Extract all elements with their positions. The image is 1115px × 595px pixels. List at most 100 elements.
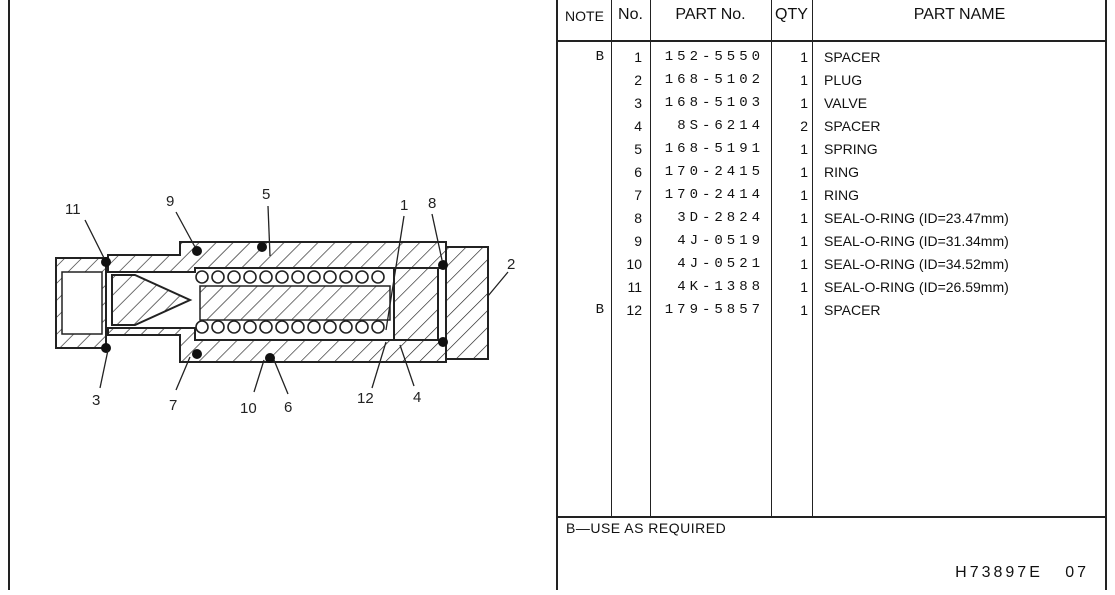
parts-table: NOTE No. PART No. QTY PART NAME B 1 152-55…	[556, 0, 1107, 590]
spring-coils-top	[195, 270, 385, 284]
table-row: 4 8S-6214 2 SPACER	[558, 118, 1105, 141]
table-row: B 1 152-5550 1 SPACER	[558, 49, 1105, 72]
cell-no: 10	[626, 256, 642, 272]
cell-no: 2	[634, 72, 642, 88]
cell-name: SEAL-O-RING (ID=26.59mm)	[824, 279, 1009, 295]
callout-4: 4	[413, 389, 422, 406]
cell-part-no: 4J-0521	[677, 256, 764, 272]
cell-qty: 1	[800, 95, 808, 111]
cell-no: 6	[634, 164, 642, 180]
col-divider-qty	[771, 0, 813, 516]
valve-cross-section-drawing: 11 9 5 1 8 2 3 7 10 6 12 4	[0, 0, 556, 590]
col-divider-partno	[650, 0, 772, 516]
cell-qty: 1	[800, 187, 808, 203]
callout-11: 11	[65, 201, 81, 218]
header-qty: QTY	[775, 6, 808, 23]
cell-name: RING	[824, 164, 859, 180]
cell-name: SEAL-O-RING (ID=34.52mm)	[824, 256, 1009, 272]
table-row: 6 170-2415 1 RING	[558, 164, 1105, 187]
cell-part-no: 4J-0519	[677, 233, 764, 249]
cell-no: 7	[634, 187, 642, 203]
callout-10: 10	[240, 400, 257, 417]
cell-qty: 1	[800, 49, 808, 65]
cell-qty: 1	[800, 72, 808, 88]
cell-no: 8	[634, 210, 642, 226]
header-part-no: PART No.	[675, 6, 746, 23]
cell-qty: 1	[800, 302, 808, 318]
cell-no: 9	[634, 233, 642, 249]
col-divider-note	[558, 0, 612, 516]
header-no: No.	[618, 6, 643, 23]
col-divider-no	[611, 0, 651, 516]
cell-qty: 1	[800, 164, 808, 180]
cell-no: 12	[626, 302, 642, 318]
cell-name: SEAL-O-RING (ID=23.47mm)	[824, 210, 1009, 226]
cell-part-no: 8S-6214	[677, 118, 764, 134]
cell-part-no: 179-5857	[664, 302, 764, 318]
cell-part-no: 3D-2824	[677, 210, 764, 226]
cell-no: 11	[627, 279, 642, 295]
spring-coils-bottom	[195, 320, 385, 334]
table-row: 8 3D-2824 1 SEAL-O-RING (ID=23.47mm)	[558, 210, 1105, 233]
table-row: 7 170-2414 1 RING	[558, 187, 1105, 210]
table-row: 11 4K-1388 1 SEAL-O-RING (ID=26.59mm)	[558, 279, 1105, 302]
cell-part-no: 170-2414	[664, 187, 764, 203]
cell-qty: 1	[800, 141, 808, 157]
header-part-name: PART NAME	[913, 6, 1006, 23]
callout-2: 2	[507, 256, 516, 273]
cell-qty: 1	[800, 256, 808, 272]
cell-no: 4	[634, 118, 642, 134]
table-row: 3 168-5103 1 VALVE	[558, 95, 1105, 118]
callout-7: 7	[169, 397, 178, 414]
cell-name: SPACER	[824, 49, 881, 65]
cell-qty: 2	[800, 118, 808, 134]
header-note: NOTE	[565, 8, 604, 24]
callout-3: 3	[92, 392, 101, 409]
table-row: 2 168-5102 1 PLUG	[558, 72, 1105, 95]
footer-divider	[558, 516, 1105, 518]
table-header	[558, 0, 1105, 42]
frame-border-left	[8, 0, 10, 590]
inner-core	[199, 285, 391, 321]
cell-note: B	[595, 302, 604, 318]
table-row: 5 168-5191 1 SPRING	[558, 141, 1105, 164]
cell-part-no: 4K-1388	[677, 279, 764, 295]
cell-qty: 1	[800, 210, 808, 226]
spacer-block	[393, 267, 439, 341]
table-row: B 12 179-5857 1 SPACER	[558, 302, 1105, 325]
cell-part-no: 170-2415	[664, 164, 764, 180]
callout-5: 5	[262, 186, 271, 203]
table-row: 10 4J-0521 1 SEAL-O-RING (ID=34.52mm)	[558, 256, 1105, 279]
cell-name: SPACER	[824, 302, 881, 318]
cell-name: PLUG	[824, 72, 863, 88]
cell-no: 1	[634, 49, 642, 65]
table-row: 9 4J-0519 1 SEAL-O-RING (ID=31.34mm)	[558, 233, 1105, 256]
callout-8: 8	[428, 195, 437, 212]
callout-6: 6	[284, 399, 293, 416]
callout-1: 1	[400, 197, 409, 214]
drawing-code: H73897E	[955, 564, 1043, 581]
footnote: B—USE AS REQUIRED	[566, 520, 727, 536]
valve-part	[111, 274, 193, 326]
cell-part-no: 168-5191	[664, 141, 764, 157]
cell-qty: 1	[800, 233, 808, 249]
document-code: H73897E 07	[955, 564, 1089, 582]
leader-lines	[84, 205, 509, 395]
cell-no: 5	[634, 141, 642, 157]
cell-note: B	[595, 49, 604, 65]
cell-part-no: 168-5102	[664, 72, 764, 88]
cell-part-no: 152-5550	[664, 49, 764, 65]
callout-9: 9	[166, 193, 175, 210]
cell-name: SPACER	[824, 118, 881, 134]
cell-name: SPRING	[824, 141, 878, 157]
cell-no: 3	[634, 95, 642, 111]
callout-12: 12	[357, 390, 374, 407]
valve-svg	[55, 205, 509, 395]
cell-qty: 1	[800, 279, 808, 295]
cell-name: RING	[824, 187, 859, 203]
cell-name: SEAL-O-RING (ID=31.34mm)	[824, 233, 1009, 249]
cell-part-no: 168-5103	[664, 95, 764, 111]
plug-part	[445, 246, 489, 360]
page-number: 07	[1065, 564, 1089, 581]
cell-name: VALVE	[824, 95, 868, 111]
